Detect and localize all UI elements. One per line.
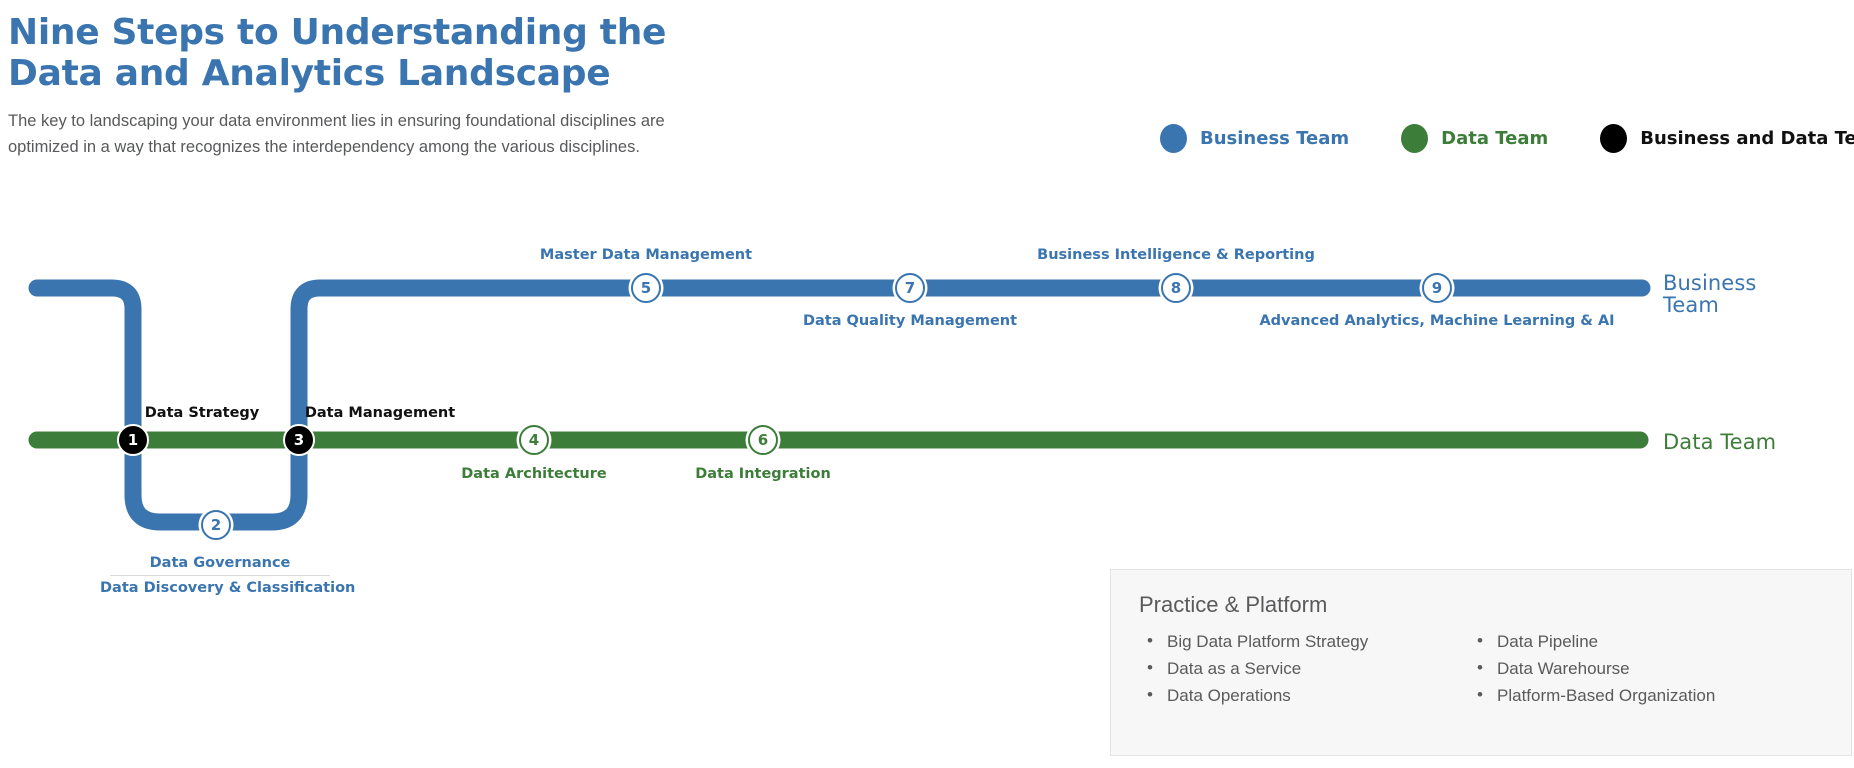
- step-caption-2-primary: Data Governance: [149, 555, 291, 571]
- step-caption-2-secondary: Data Discovery & Classification: [100, 580, 356, 596]
- step-node-5[interactable]: 5: [631, 273, 661, 303]
- list-item: Data Warehourse: [1469, 654, 1715, 682]
- legend-dot-green-icon: [1401, 124, 1429, 153]
- legend-item-data-team: Data Team: [1401, 124, 1548, 153]
- business-team-track-label: Business Team: [1663, 272, 1793, 316]
- step-node-2[interactable]: 2: [201, 510, 231, 540]
- step-node-4[interactable]: 4: [519, 425, 549, 455]
- step-node-9[interactable]: 9: [1422, 273, 1452, 303]
- practice-list-column-1: Big Data Platform Strategy Data as a Ser…: [1139, 627, 1469, 709]
- legend-item-business-team: Business Team: [1160, 124, 1349, 153]
- step-caption-3: Data Management: [304, 405, 456, 421]
- header: Nine Steps to Understanding the Data and…: [8, 12, 768, 160]
- legend: Business Team Data Team Business and Dat…: [1160, 124, 1854, 153]
- legend-label-data-team: Data Team: [1441, 128, 1549, 149]
- step-caption-9: Advanced Analytics, Machine Learning & A…: [1259, 313, 1615, 329]
- legend-dot-black-icon: [1600, 124, 1628, 153]
- business-team-track-label-line-2: Team: [1663, 293, 1719, 317]
- step-caption-2: Data Governance Data Discovery & Classif…: [100, 552, 356, 599]
- list-item: Platform-Based Organization: [1469, 681, 1715, 709]
- step-node-8[interactable]: 8: [1161, 273, 1191, 303]
- practice-and-platform-panel: Practice & Platform Big Data Platform St…: [1110, 569, 1852, 756]
- practice-list-column-2: Data Pipeline Data Warehourse Platform-B…: [1469, 627, 1715, 709]
- page-subtitle: The key to landscaping your data environ…: [8, 112, 665, 156]
- practice-panel-lists: Big Data Platform Strategy Data as a Ser…: [1139, 627, 1851, 709]
- step-caption-5: Master Data Management: [539, 247, 753, 263]
- step-node-7[interactable]: 7: [895, 273, 925, 303]
- list-item: Data Pipeline: [1469, 627, 1715, 655]
- legend-label-business-and-data-team: Business and Data Team: [1640, 128, 1854, 149]
- step-caption-8: Business Intelligence & Reporting: [1037, 247, 1315, 263]
- page-title: Nine Steps to Understanding the Data and…: [8, 12, 768, 94]
- step-node-1[interactable]: 1: [117, 424, 149, 456]
- step-node-6[interactable]: 6: [748, 425, 778, 455]
- step-caption-2-divider: [109, 575, 331, 576]
- page-title-line-2: Data and Analytics Landscape: [8, 53, 611, 94]
- step-caption-1: Data Strategy: [144, 405, 260, 421]
- step-caption-4: Data Architecture: [461, 466, 607, 482]
- list-item: Data as a Service: [1139, 654, 1469, 682]
- business-team-track-label-line-1: Business: [1663, 271, 1757, 295]
- legend-label-business-team: Business Team: [1200, 128, 1350, 149]
- list-item: Data Operations: [1139, 681, 1469, 709]
- step-caption-7: Data Quality Management: [802, 313, 1018, 329]
- page-title-line-1: Nine Steps to Understanding the: [8, 12, 667, 53]
- step-node-3[interactable]: 3: [283, 424, 315, 456]
- data-team-track-label: Data Team: [1663, 430, 1777, 454]
- legend-item-business-and-data-team: Business and Data Team: [1600, 124, 1854, 153]
- step-caption-6: Data Integration: [695, 466, 831, 482]
- practice-panel-title: Practice & Platform: [1139, 592, 1328, 617]
- legend-dot-blue-icon: [1160, 124, 1187, 153]
- list-item: Big Data Platform Strategy: [1139, 627, 1469, 655]
